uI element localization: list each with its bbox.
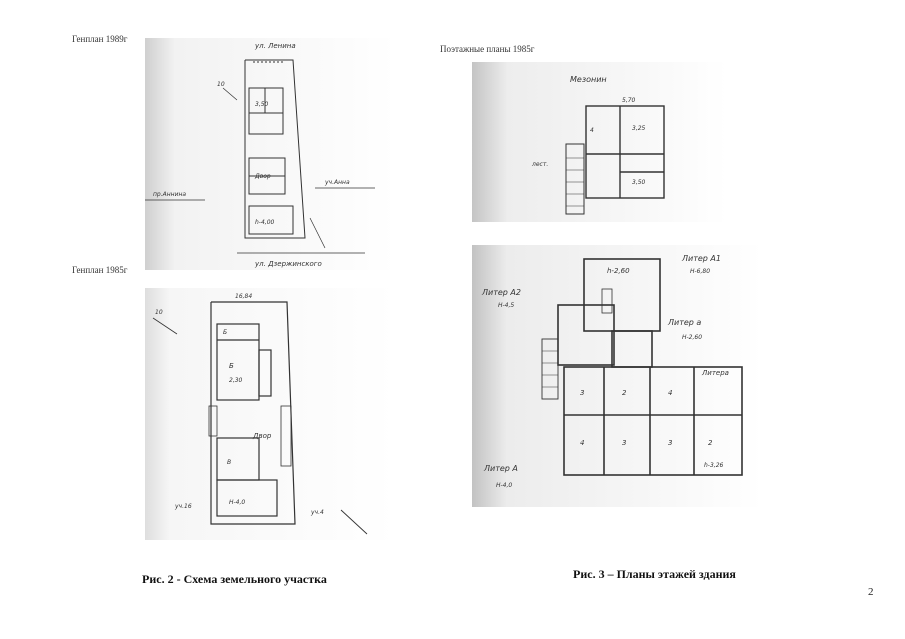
svg-text:10: 10	[217, 81, 225, 88]
svg-text:Н-6,80: Н-6,80	[690, 268, 710, 275]
svg-text:3: 3	[668, 439, 672, 447]
svg-text:лест.: лест.	[531, 161, 548, 168]
svg-text:пр.Аннина: пр.Аннина	[153, 191, 186, 198]
genplan-1989-scan: ул. Ленина 3,50 Двор h-4,00 пр.Аннина уч…	[145, 38, 395, 270]
svg-text:h-4,00: h-4,00	[255, 219, 275, 226]
label-genplan-1985: Генплан 1985г	[72, 265, 128, 275]
svg-text:Литер А: Литер А	[483, 464, 518, 473]
svg-text:2: 2	[708, 439, 713, 447]
svg-text:уч.Анна: уч.Анна	[324, 179, 350, 186]
svg-text:2: 2	[622, 389, 627, 397]
svg-text:Литера: Литера	[701, 369, 729, 377]
svg-text:10: 10	[155, 309, 163, 316]
svg-text:3: 3	[622, 439, 626, 447]
svg-text:Н-2,60: Н-2,60	[682, 334, 702, 341]
svg-text:Литер а: Литер а	[667, 318, 701, 327]
label-floor-plans-1985: Поэтажные планы 1985г	[440, 44, 535, 54]
svg-text:ул. Дзержинского: ул. Дзержинского	[254, 260, 322, 268]
svg-text:Н-4,5: Н-4,5	[498, 302, 514, 309]
svg-text:2,30: 2,30	[229, 377, 243, 384]
caption-fig3: Рис. 3 – Планы этажей здания	[573, 567, 736, 581]
page-number: 2	[868, 586, 874, 598]
svg-text:5,70: 5,70	[622, 97, 636, 104]
svg-text:уч.16: уч.16	[174, 503, 192, 510]
svg-text:Двор: Двор	[252, 432, 272, 440]
floor-plan-top-scan: Мезонин 5,70 4 3,25 лест. 3,50	[472, 62, 727, 222]
svg-text:Двор: Двор	[254, 173, 271, 180]
svg-text:4: 4	[590, 127, 594, 134]
svg-text:3,50: 3,50	[632, 179, 646, 186]
label-genplan-1989: Генплан 1989г	[72, 34, 128, 44]
svg-text:Б: Б	[223, 329, 227, 336]
svg-text:ул. Ленина: ул. Ленина	[254, 42, 296, 50]
svg-text:Н-4,0: Н-4,0	[496, 482, 512, 489]
svg-text:h-2,60: h-2,60	[607, 267, 630, 275]
svg-text:Литер А1: Литер А1	[681, 254, 721, 263]
svg-text:уч.4: уч.4	[310, 509, 324, 516]
svg-text:Литер А2: Литер А2	[481, 288, 521, 297]
svg-text:Б: Б	[229, 362, 234, 370]
svg-text:Н-4,0: Н-4,0	[229, 499, 245, 506]
genplan-1985-scan: 16,84 Б Б 2,30 Двор В Н-4,0 уч.16 уч.4 1…	[145, 288, 395, 540]
svg-text:3,50: 3,50	[255, 101, 269, 108]
svg-text:3: 3	[580, 389, 584, 397]
caption-fig2: Рис. 2 - Схема земельного участка	[142, 572, 327, 586]
floor-plan-bottom-scan: h-2,60 Литер А1 Н-6,80 Литер А2 Н-4,5 Ли…	[472, 245, 762, 507]
svg-text:3,25: 3,25	[632, 125, 646, 132]
svg-text:h-3,26: h-3,26	[704, 462, 724, 469]
svg-text:В: В	[227, 459, 231, 466]
svg-text:4: 4	[580, 439, 584, 447]
svg-text:4: 4	[668, 389, 672, 397]
svg-text:Мезонин: Мезонин	[570, 75, 607, 84]
svg-text:16,84: 16,84	[235, 293, 252, 300]
